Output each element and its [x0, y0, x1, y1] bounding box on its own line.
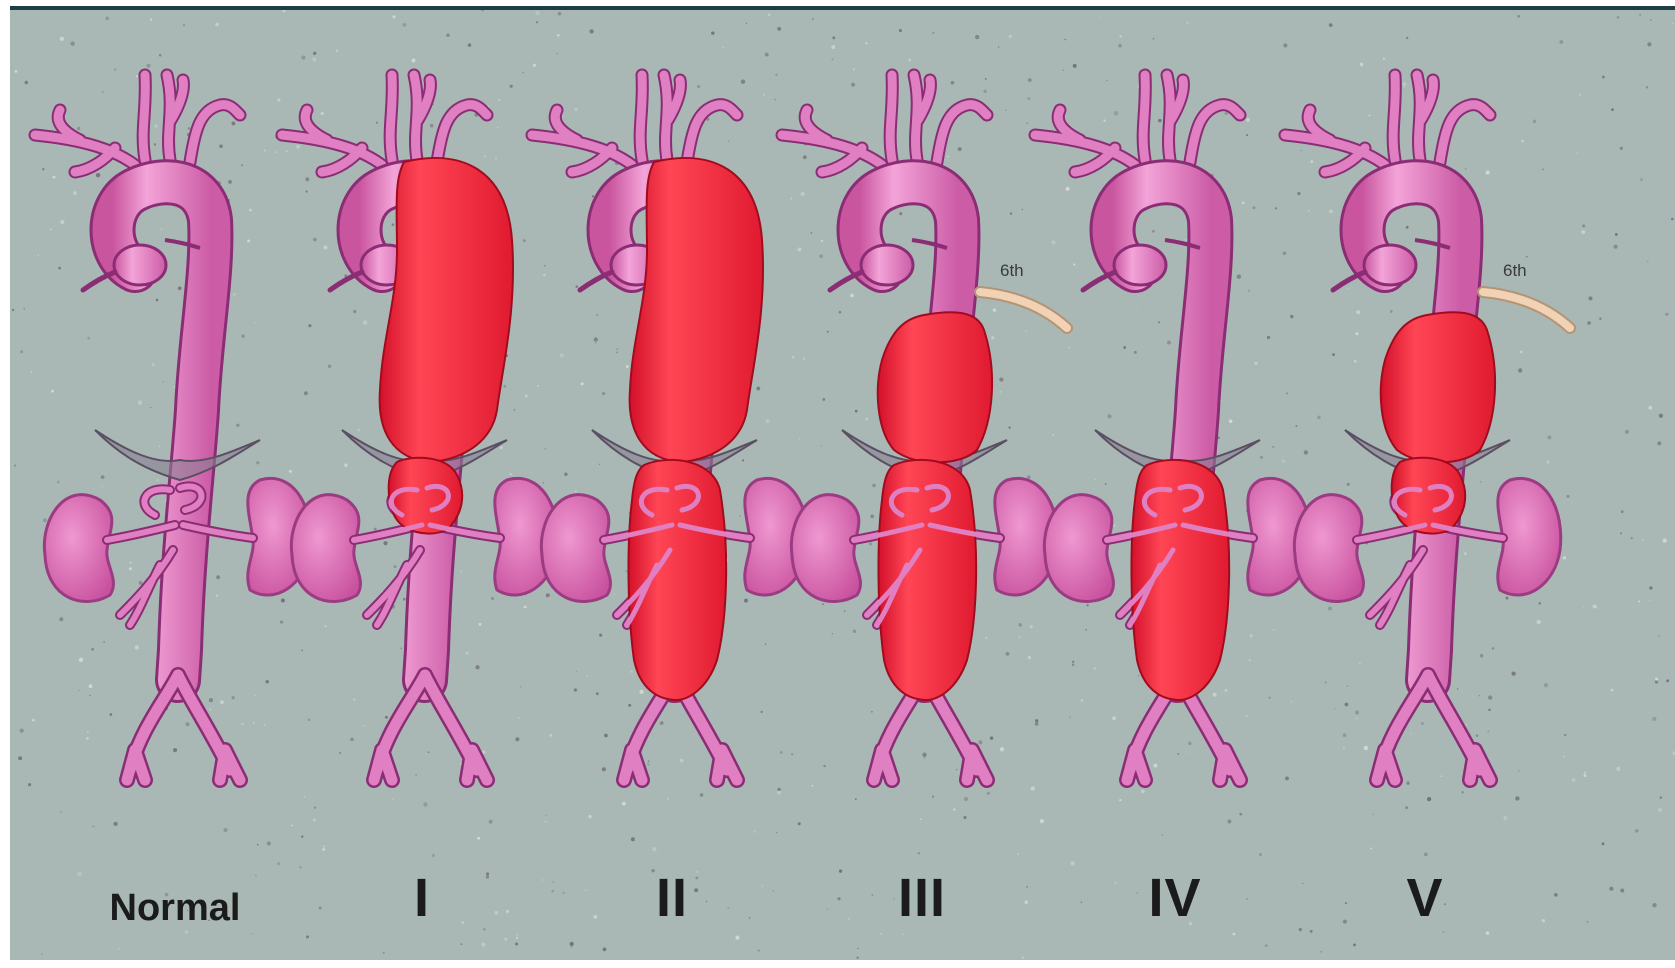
pulmonary-stub: [830, 272, 862, 290]
aneurysm-segment: [1381, 312, 1495, 462]
aneurysm-segment: [389, 458, 463, 534]
aortic-root: [861, 245, 913, 285]
aortic-root: [114, 245, 166, 285]
left-kidney: [1294, 495, 1363, 602]
arch-branch-fill: [143, 75, 145, 160]
panel-label: Normal: [65, 878, 285, 938]
panel-ii: [532, 75, 808, 780]
panels-group: [35, 75, 1570, 780]
panel-label: V: [1315, 868, 1535, 928]
left-kidney: [1044, 495, 1113, 602]
iliac-arteries: [1377, 675, 1490, 780]
pulmonary-stub: [1083, 272, 1115, 290]
pulmonary-stub: [1333, 272, 1365, 290]
panel-label: III: [812, 868, 1032, 928]
arch-branch-fill: [1393, 75, 1395, 160]
arch-branch-fill: [890, 75, 892, 160]
left-kidney: [541, 495, 610, 602]
iliac-arteries: [374, 675, 487, 780]
panel-iv: [1035, 75, 1311, 780]
rib-label: 6th: [1503, 262, 1527, 280]
aortic-aneurysm-classification-figure: [10, 10, 1675, 960]
panel-label: IV: [1065, 868, 1285, 928]
aneurysm-segment: [630, 158, 763, 462]
panel-v: [1285, 75, 1570, 780]
aneurysm-segment: [1392, 458, 1466, 534]
rib-label: 6th: [1000, 262, 1024, 280]
aneurysm-segment: [380, 158, 513, 462]
left-kidney: [44, 495, 113, 602]
arch-branch-fill: [640, 75, 642, 160]
panel-iii: [782, 75, 1067, 780]
panel-i: [282, 75, 558, 780]
left-kidney: [791, 495, 860, 602]
panel-normal: [35, 75, 311, 780]
left-kidney: [291, 495, 360, 602]
pulmonary-stub: [580, 272, 612, 290]
pulmonary-stub: [83, 272, 115, 290]
aneurysm-segment: [878, 312, 992, 462]
panel-label: I: [312, 868, 532, 928]
arch-branch-fill: [390, 75, 392, 160]
iliac-arteries: [127, 675, 240, 780]
panel-label: II: [562, 868, 782, 928]
aortic-root: [1364, 245, 1416, 285]
pulmonary-stub: [330, 272, 362, 290]
aortic-root: [1114, 245, 1166, 285]
arch-branch-fill: [1143, 75, 1145, 160]
